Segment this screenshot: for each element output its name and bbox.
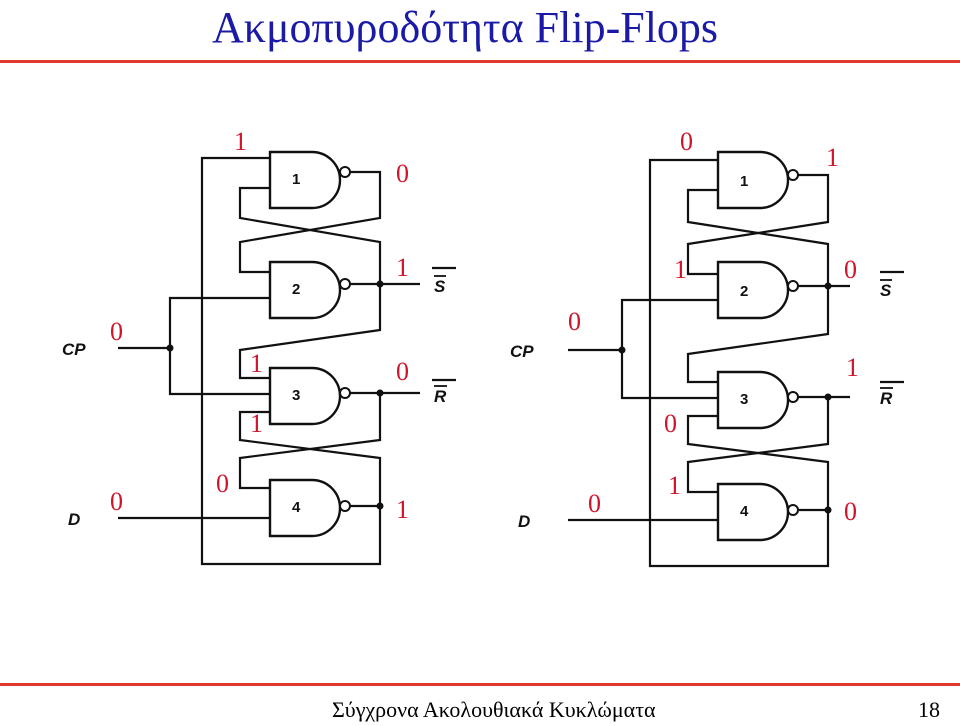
right-gate-3-inverter-bubble <box>787 391 799 403</box>
right-nand-gate-4 <box>716 482 790 542</box>
right-gate-2-output-value: 0 <box>844 255 857 284</box>
left-gate-3-output-value: 0 <box>396 357 409 386</box>
left-gate-2-output-value: 1 <box>396 253 409 282</box>
right-circuit: 1 2 3 4 CP D S R 0 1 1 0 <box>510 127 904 568</box>
left-gate-3-input-top-value: 1 <box>250 349 263 378</box>
title-divider <box>0 60 960 63</box>
left-nand-gate-2 <box>268 260 342 320</box>
right-nand-gate-1 <box>716 150 790 210</box>
left-gate-3-inverter-bubble <box>339 387 351 399</box>
left-gate-4-input-value: 0 <box>216 469 229 498</box>
left-gate-4-junction-dot <box>376 502 384 510</box>
left-nand-gate-4 <box>268 478 342 538</box>
left-gate-4-output-value: 1 <box>396 495 409 524</box>
right-r-label: R <box>880 389 893 408</box>
left-nand-gate-3 <box>268 366 342 426</box>
left-wiring <box>118 156 456 566</box>
left-gate-3-number: 3 <box>292 387 300 404</box>
right-gate-2-number: 2 <box>740 283 748 300</box>
left-gate-1-number: 1 <box>292 171 300 188</box>
left-top-input-value: 1 <box>234 127 247 156</box>
left-r-junction-dot <box>376 389 384 397</box>
left-gate-4-inverter-bubble <box>339 500 351 512</box>
left-circuit: 1 2 3 4 CP D S R 1 0 <box>62 127 456 566</box>
left-cp-junction-dot <box>166 344 174 352</box>
left-gate-2-number: 2 <box>292 281 300 298</box>
left-s-junction-dot <box>376 280 384 288</box>
right-d-label: D <box>518 512 530 531</box>
right-cp-junction-dot <box>618 346 626 354</box>
footer-divider <box>0 683 960 686</box>
left-d-value: 0 <box>110 487 123 516</box>
right-gate-3-number: 3 <box>740 391 748 408</box>
right-gate-1-number: 1 <box>740 173 748 190</box>
right-nand-gate-3 <box>716 370 790 430</box>
right-gate-3-input-bottom-value: 0 <box>664 409 677 438</box>
left-gate-4-number: 4 <box>292 499 301 516</box>
right-gate-4-junction-dot <box>824 506 832 514</box>
right-gate-4-output-value: 0 <box>844 497 857 526</box>
right-gate-4-inverter-bubble <box>787 504 799 516</box>
right-s-label: S <box>880 281 892 300</box>
right-wiring <box>568 158 904 568</box>
right-r-junction-dot <box>824 393 832 401</box>
right-cp-label: CP <box>510 342 534 361</box>
right-gate-4-input-value: 1 <box>668 471 681 500</box>
right-s-junction-dot <box>824 282 832 290</box>
left-s-label: S <box>434 277 446 296</box>
right-gate-2-inverter-bubble <box>787 280 799 292</box>
left-cp-value: 0 <box>110 317 123 346</box>
left-r-label: R <box>434 387 447 406</box>
left-nand-gate-1 <box>268 150 342 210</box>
right-d-value: 0 <box>588 489 601 518</box>
left-cp-label: CP <box>62 340 86 359</box>
right-nand-gate-2 <box>716 260 790 320</box>
left-gate-1-inverter-bubble <box>339 166 351 178</box>
left-gate-3-input-bottom-value: 1 <box>250 409 263 438</box>
right-gate-1-output-value: 1 <box>826 143 839 172</box>
right-top-input-value: 0 <box>680 127 693 156</box>
right-gate-2-input-value: 1 <box>674 255 687 284</box>
page-number: 18 <box>918 697 940 722</box>
left-d-label: D <box>68 510 80 529</box>
slide-title: Ακμοπυροδότητα Flip-Flops <box>212 3 719 52</box>
right-cp-value: 0 <box>568 307 581 336</box>
right-gate-1-inverter-bubble <box>787 169 799 181</box>
footer-text: Σύγχρονα Ακολουθιακά Κυκλώματα <box>332 697 656 722</box>
left-gate-1-output-value: 0 <box>396 159 409 188</box>
left-gate-2-inverter-bubble <box>339 278 351 290</box>
right-gate-4-number: 4 <box>740 503 749 520</box>
right-gate-3-output-value: 1 <box>846 353 859 382</box>
